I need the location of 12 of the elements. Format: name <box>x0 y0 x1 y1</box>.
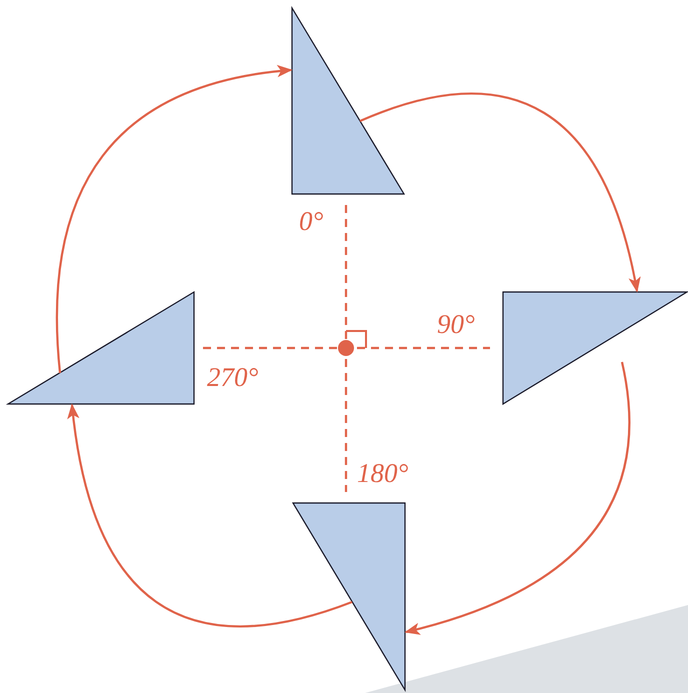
angle-label: 180° <box>357 460 408 487</box>
arrow <box>404 362 630 634</box>
angle-label: 0° <box>299 208 324 235</box>
arrow <box>56 66 293 374</box>
triangle-shape <box>292 8 404 194</box>
triangle-shape <box>503 292 687 404</box>
angle-label: 90° <box>437 311 475 338</box>
triangle-shape <box>293 503 405 690</box>
triangle-shape <box>8 292 194 404</box>
angle-label: 270° <box>207 364 258 391</box>
arrow <box>360 92 640 292</box>
arrow <box>68 403 352 628</box>
